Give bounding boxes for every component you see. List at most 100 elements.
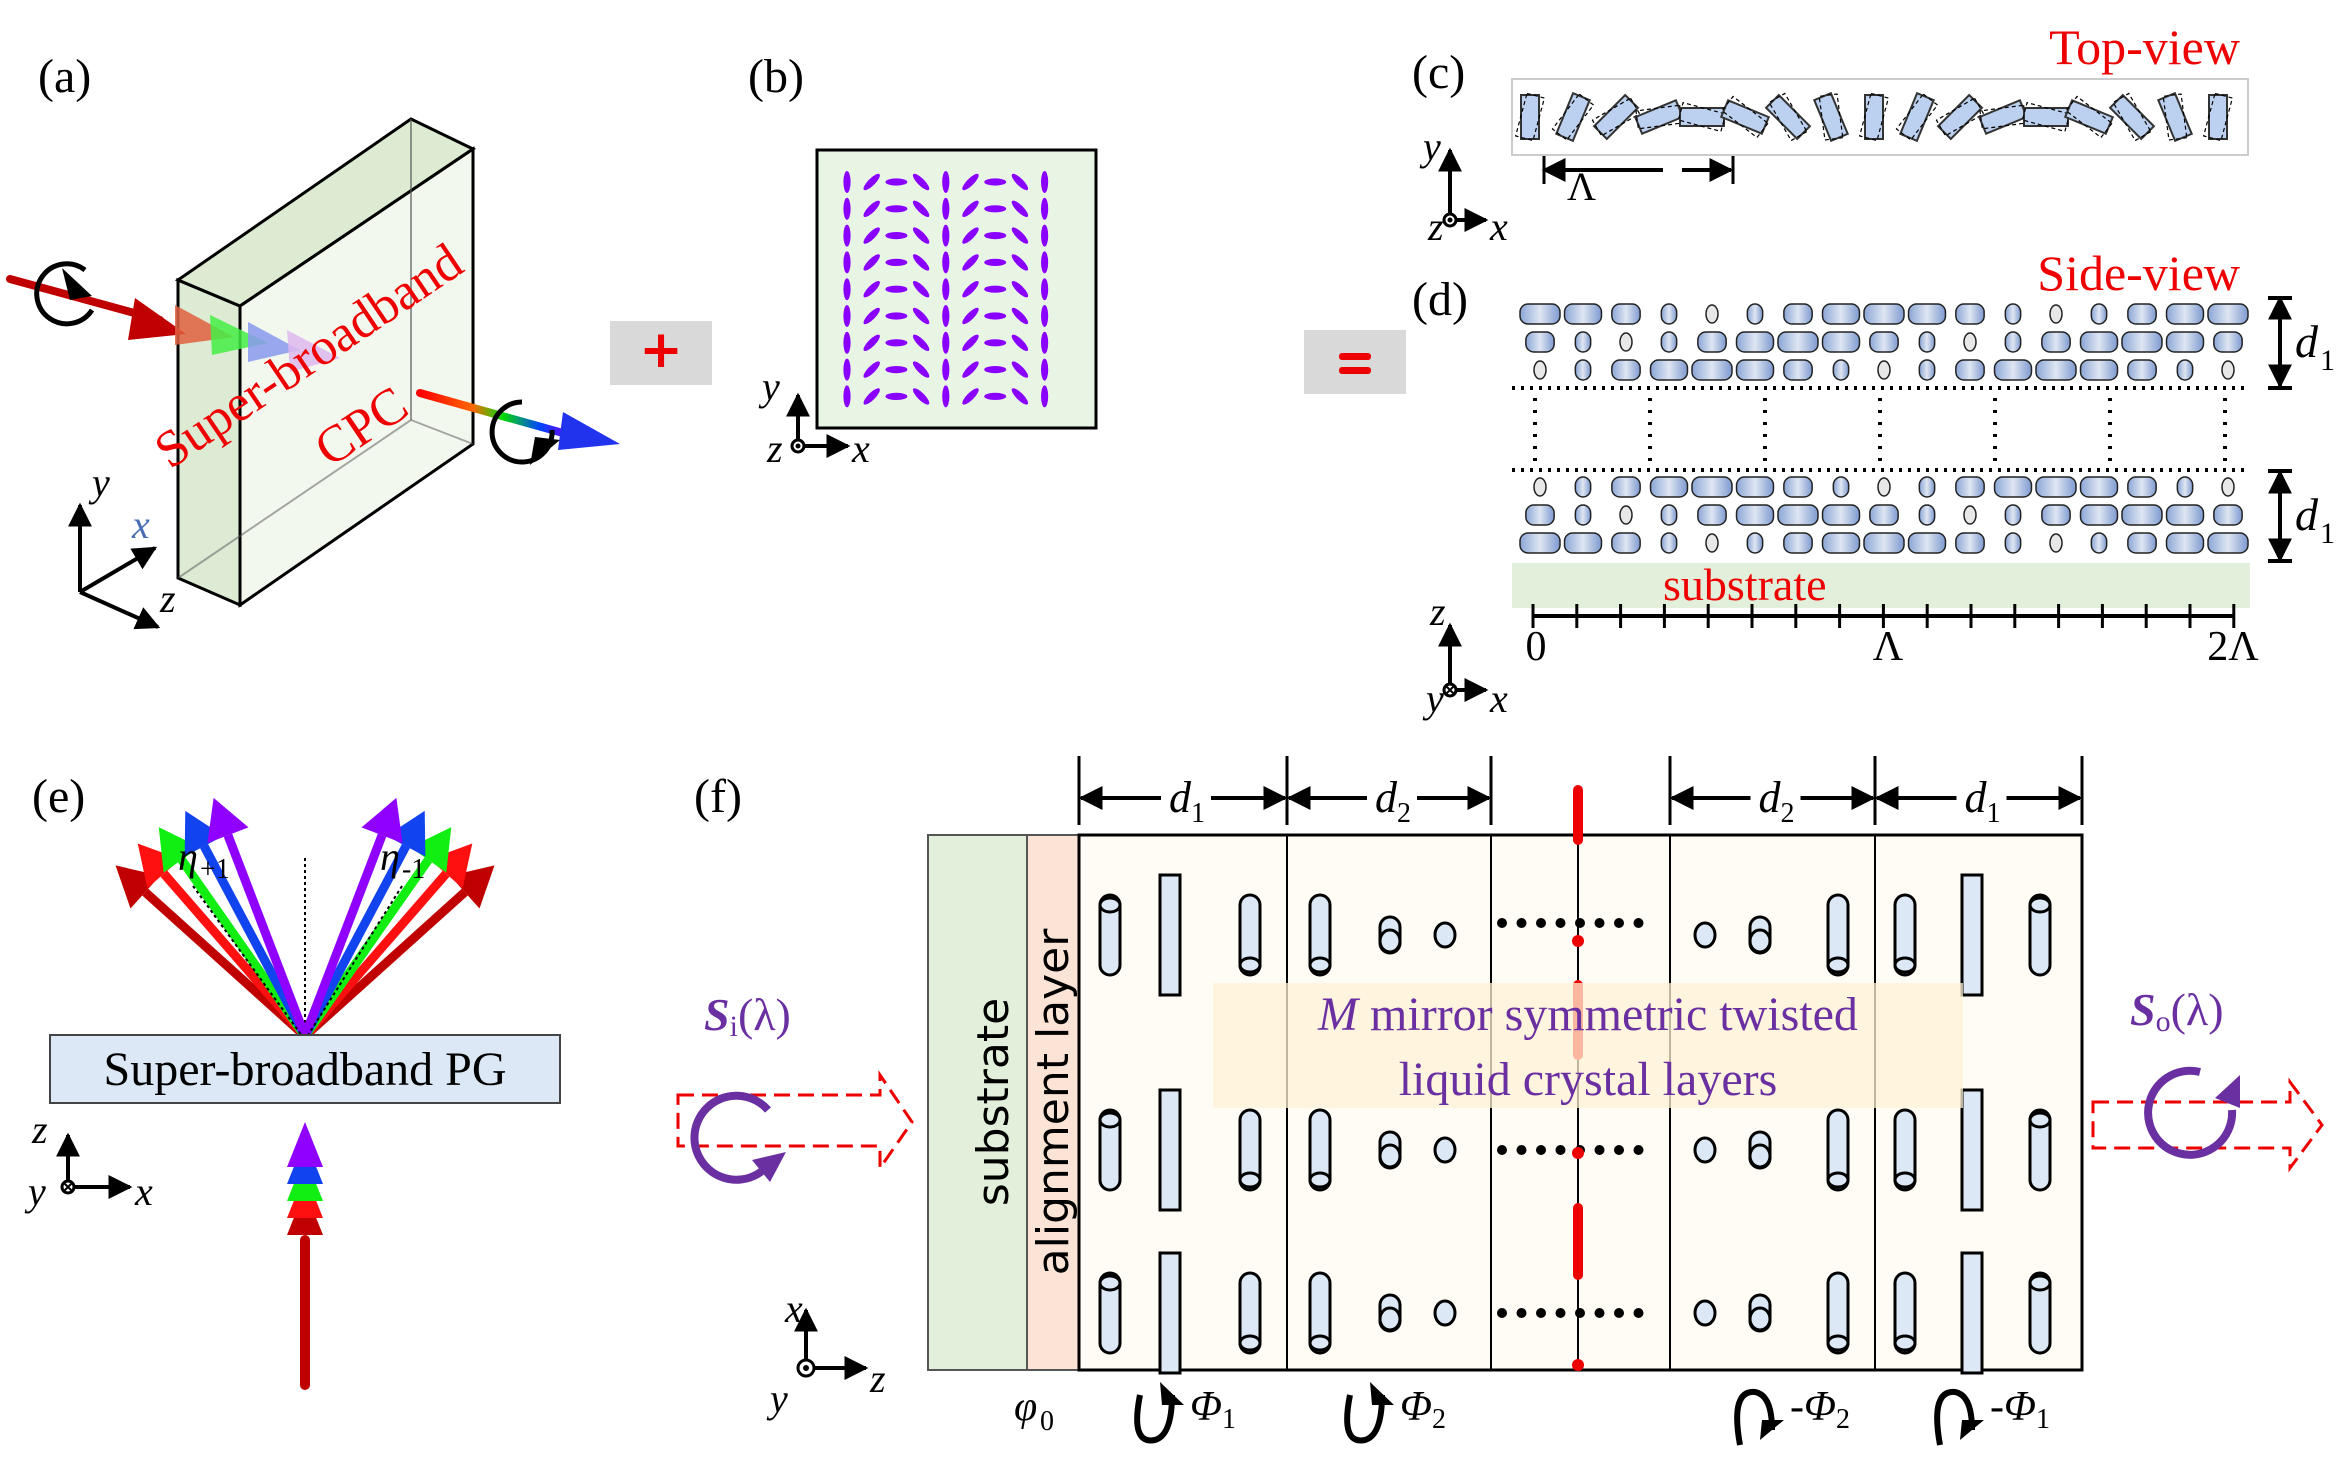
output-beam-arrow-icon xyxy=(2091,1077,2324,1173)
lc-director xyxy=(843,251,851,274)
ellipsis-dot xyxy=(1614,1145,1624,1155)
panel-e: (e) η +1 η -1 Super-broadband PG z y x xyxy=(24,770,561,1390)
center-text-box xyxy=(1213,983,1963,1108)
lc-rod xyxy=(1520,94,1540,140)
alignment-layer xyxy=(1026,834,1080,1371)
lc-cylinder xyxy=(1308,1271,1332,1355)
lc-director xyxy=(1011,334,1029,351)
lc-molecule xyxy=(1877,477,1891,497)
lc-director xyxy=(984,312,1007,320)
lc-tilted-cap xyxy=(1378,1143,1402,1169)
lc-director xyxy=(912,200,930,217)
lc-molecule xyxy=(1533,477,1547,497)
lc-molecule xyxy=(2041,504,2071,526)
lc-director xyxy=(1040,171,1049,193)
ellipsis-dot xyxy=(1555,918,1566,928)
lc-cylinder xyxy=(2028,1108,2052,1192)
twist-arrowhead xyxy=(1160,1382,1184,1405)
lc-director xyxy=(843,385,851,408)
lc-molecule xyxy=(2090,532,2108,554)
input-polarization: Si(λ) xyxy=(676,989,914,1184)
lc-director xyxy=(885,232,908,240)
lc-stack-bottom xyxy=(1519,476,2249,554)
lc-director xyxy=(863,307,880,325)
lc-molecule xyxy=(1963,505,1977,525)
lc-molecule xyxy=(1660,504,1678,526)
svg-text:1: 1 xyxy=(2320,344,2335,377)
panel-b: (b) y z x xyxy=(748,50,1098,471)
axes-d xyxy=(1438,622,1489,702)
scale-tick-2lambda: 2Λ xyxy=(2207,624,2259,670)
lc-tilted-cap xyxy=(1748,928,1772,954)
lc-cylinder xyxy=(1308,893,1332,977)
dim-label-sub: 2 xyxy=(1397,798,1411,829)
lc-cylinder-cap xyxy=(1238,956,1262,974)
ellipsis-dot xyxy=(1575,918,1585,928)
lc-molecule xyxy=(1697,504,1727,526)
twist-arrowhead xyxy=(1960,1420,1984,1440)
lc-molecule xyxy=(2079,331,2119,353)
lc-director xyxy=(863,254,880,271)
beam-arrowhead xyxy=(410,827,452,873)
lc-cylinder xyxy=(2028,893,2052,977)
axis-y-label: y xyxy=(766,1376,788,1421)
input-state-label: Si(λ) xyxy=(704,989,791,1043)
side-view-title: Side-view xyxy=(2037,245,2240,301)
panel-e-label: (e) xyxy=(32,770,85,823)
lc-director xyxy=(885,205,908,213)
lc-cylinder xyxy=(1098,893,1122,977)
lc-molecule xyxy=(2127,476,2157,498)
lc-molecule xyxy=(1869,504,1899,526)
lc-director xyxy=(885,258,908,266)
lc-cylinder xyxy=(1893,1108,1917,1192)
cpc-slab xyxy=(174,117,477,608)
lc-rod-ghost xyxy=(2202,92,2234,142)
lc-director xyxy=(942,331,950,354)
lc-director xyxy=(912,334,930,351)
lc-end-on xyxy=(1693,1299,1717,1327)
dim-label-sub: 1 xyxy=(1987,798,2001,829)
lc-molecule xyxy=(1574,504,1592,526)
lc-director xyxy=(1040,305,1049,327)
axis-z-label: z xyxy=(869,1356,886,1401)
input-circular-polarization-icon xyxy=(690,1091,774,1184)
lc-molecule xyxy=(1691,359,1733,381)
ellipsis-dot xyxy=(1633,1308,1644,1318)
substrate-label: substrate xyxy=(1663,559,1827,610)
svg-text:d: d xyxy=(2295,489,2319,540)
input-beam-arrow-icon xyxy=(676,1070,914,1173)
svg-text:-1: -1 xyxy=(402,854,425,885)
twist-label: Φ1 xyxy=(1190,1384,1236,1435)
beam-arrowhead xyxy=(429,843,473,889)
lc-molecule xyxy=(2049,304,2063,324)
lc-molecule xyxy=(1746,532,1764,554)
pg-device-box xyxy=(49,1034,561,1104)
ellipsis-dot xyxy=(1633,918,1644,928)
lc-director xyxy=(942,171,950,193)
lc-cylinder-cap xyxy=(1826,1171,1850,1189)
axis-z-label: z xyxy=(1429,589,1446,634)
ellipsis-dot xyxy=(1575,1308,1585,1318)
lc-molecule xyxy=(1993,476,2033,498)
lc-molecule xyxy=(1918,359,1936,381)
dim-label: d xyxy=(1375,773,1398,822)
panel-a-label: (a) xyxy=(38,50,91,103)
lc-cylinder-cap xyxy=(1238,1334,1262,1352)
lc-director xyxy=(863,227,880,244)
lc-molecule xyxy=(1821,532,1861,554)
lc-director xyxy=(962,281,979,298)
lc-molecule xyxy=(1697,331,1727,353)
lc-director xyxy=(942,305,950,327)
lc-director xyxy=(962,200,979,217)
axis-z-label: z xyxy=(159,576,176,621)
axis-x-label: x xyxy=(851,426,870,471)
lc-molecule xyxy=(2004,504,2022,526)
axis-z-label: z xyxy=(31,1107,48,1152)
lc-molecule xyxy=(1777,504,1819,526)
plus-operator: + xyxy=(610,320,712,385)
output-state-label: So(λ) xyxy=(2130,984,2224,1038)
lc-molecule xyxy=(1649,476,1689,498)
pattern-box xyxy=(815,148,1098,430)
lc-molecule xyxy=(2004,331,2022,353)
